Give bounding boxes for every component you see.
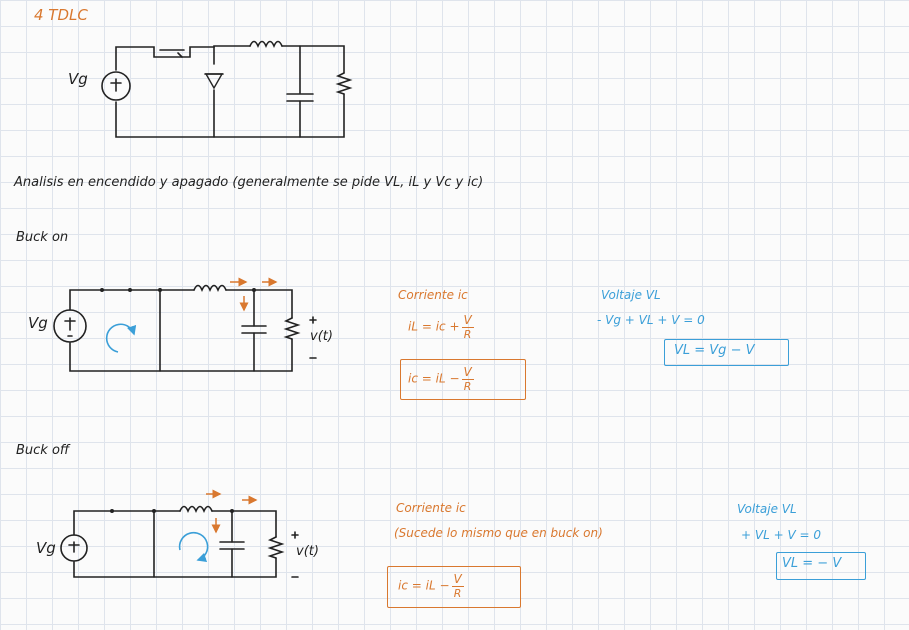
off-current-note: (Sucede lo mismo que en buck on) <box>394 526 603 540</box>
analysis-heading: Analisis en encendido y apagado (general… <box>14 175 484 190</box>
on-voltage-title: Voltaje VL <box>601 288 661 302</box>
output-voltage-label: v(t) <box>296 544 319 559</box>
off-current-result-box <box>387 566 521 608</box>
buck-on-heading: Buck on <box>16 230 69 245</box>
circuit-tdlc <box>101 40 353 138</box>
source-label: Vg <box>36 539 56 557</box>
on-voltage-kvl: - Vg + VL + V = 0 <box>597 313 705 327</box>
on-current-result-box <box>400 359 526 400</box>
source-label: Vg <box>68 70 88 88</box>
source-label: Vg <box>28 314 48 332</box>
on-current-title: Corriente ic <box>398 288 468 302</box>
output-voltage-label: v(t) <box>310 329 333 344</box>
off-current-title: Corriente ic <box>396 501 466 515</box>
on-voltage-result: VL = Vg − V <box>674 343 755 358</box>
page-title: 4 TDLC <box>34 6 88 24</box>
off-voltage-title: Voltaje VL <box>737 502 797 516</box>
circuit-buck-off <box>60 505 299 578</box>
off-voltage-kvl: + VL + V = 0 <box>741 528 821 542</box>
buck-off-heading: Buck off <box>16 443 70 458</box>
off-voltage-result: VL = − V <box>782 556 842 571</box>
off-voltage-result-box <box>776 552 866 580</box>
circuit-buck-on <box>53 284 317 372</box>
on-voltage-result-box <box>664 339 789 366</box>
